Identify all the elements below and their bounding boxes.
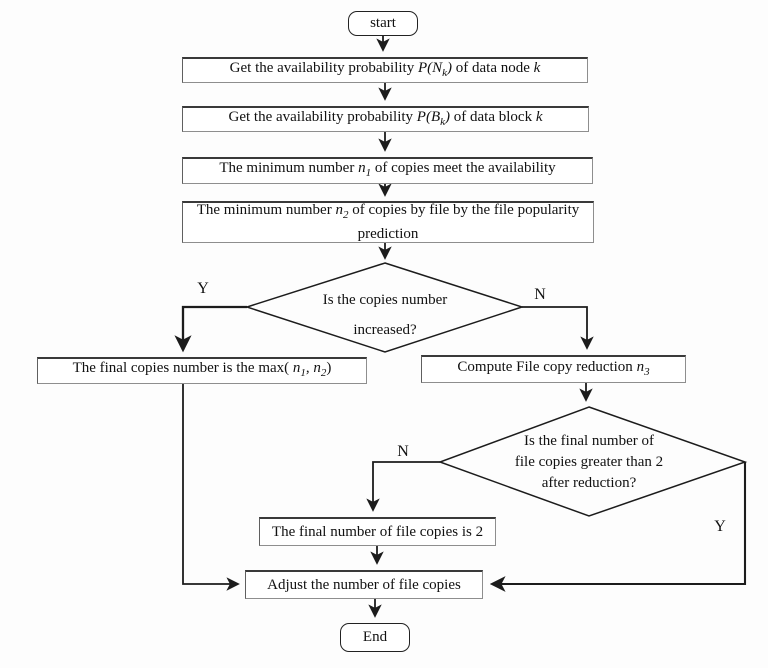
process-get-block-probability: Get the availability probability P(Bk) o… [182,106,589,132]
arrow-final-max-to-adjust [182,384,240,591]
label-segment: 2 [320,367,327,379]
label-segment: 1 [300,367,306,379]
start-label: start [370,15,396,31]
label-segment: Get the availability probability [228,108,417,125]
label-segment: The minimum number [219,160,359,176]
arrow-decision1-yes-branch [174,305,247,353]
label-segment: n [313,360,321,376]
arrow-decision1-no-branch [522,306,594,350]
process-adjust-copies: Adjust the number of file copies [245,570,483,599]
label-segment: P(N [417,59,443,76]
decision-copies-increased-text: Is the copies number increased? [265,285,505,345]
process-label: The final number of file copies is 2 [271,523,484,540]
label-segment: k [533,59,541,76]
end-label: End [362,629,388,645]
label-segment: n [292,360,301,376]
label-segment: k [442,66,448,79]
decision-line: file copies greater than 2 [514,454,664,470]
start-terminal: start [348,11,418,36]
label-segment: Get the availability probability [229,59,418,76]
flow-arrows [174,36,747,618]
label-segment: Compute File copy reduction [457,358,637,375]
decision-diamond-copies-increased [244,262,525,353]
label-segment: ) [326,360,332,376]
label-segment: of copies meet the availability [371,160,556,176]
process-label: The final copies number is the max( n1, … [38,359,366,383]
label-segment: k [535,108,543,125]
process-final-copies-max: The final copies number is the max( n1, … [37,357,367,384]
arrow-decision2-yes-branch [489,462,747,592]
label-segment: n [358,160,366,176]
process-get-node-probability: Get the availability probability P(Nk) o… [182,57,588,83]
label-segment: k [440,115,446,128]
process-label: Get the availability probability P(Bk) o… [183,108,588,132]
end-terminal: End [340,623,410,652]
process-final-copies-two: The final number of file copies is 2 [259,517,496,546]
decision-line: Is the final number of [524,433,654,449]
process-label: The minimum number n2 of copies by file … [183,201,593,244]
decision-line: increased? [353,322,417,338]
arrow-decision2-no-branch [366,461,440,512]
label-segment: n [335,202,343,218]
label-segment: 3 [644,365,650,378]
process-label: Compute File copy reduction n3 [422,358,685,382]
label-segment: ) [445,108,451,125]
decision-greater-than-two-text: Is the final number of file copies great… [469,431,709,494]
branch-label-yes-decision2: Y [714,518,726,535]
label-segment: of data block [450,108,536,125]
decision-line: after reduction? [541,475,637,491]
label-segment: 1 [365,167,372,179]
label-segment: P(B [416,108,441,125]
label-segment: ) [447,59,453,76]
branch-label-no-decision1: N [534,286,546,303]
branch-label-yes-decision1: Y [197,280,209,297]
process-min-copies-availability: The minimum number n1 of copies meet the… [182,157,593,184]
label-segment: 2 [342,209,349,221]
label-segment: The minimum number [196,202,336,218]
label-segment: n [636,358,645,375]
process-label: The minimum number n1 of copies meet the… [183,159,592,183]
label-segment: of copies by file by the file popularity… [348,202,580,242]
label-segment: of data node [452,59,534,76]
process-compute-reduction: Compute File copy reduction n3 [421,355,686,383]
decision-diamond-greater-than-two [437,406,748,517]
branch-label-no-decision2: N [397,443,409,460]
label-segment: The final copies number is the max( [72,360,293,376]
process-min-copies-popularity: The minimum number n2 of copies by file … [182,201,594,243]
label-segment: , [305,360,314,376]
process-label: Adjust the number of file copies [267,576,461,593]
process-label: Get the availability probability P(Nk) o… [183,59,587,83]
decision-line: Is the copies number [322,292,448,308]
